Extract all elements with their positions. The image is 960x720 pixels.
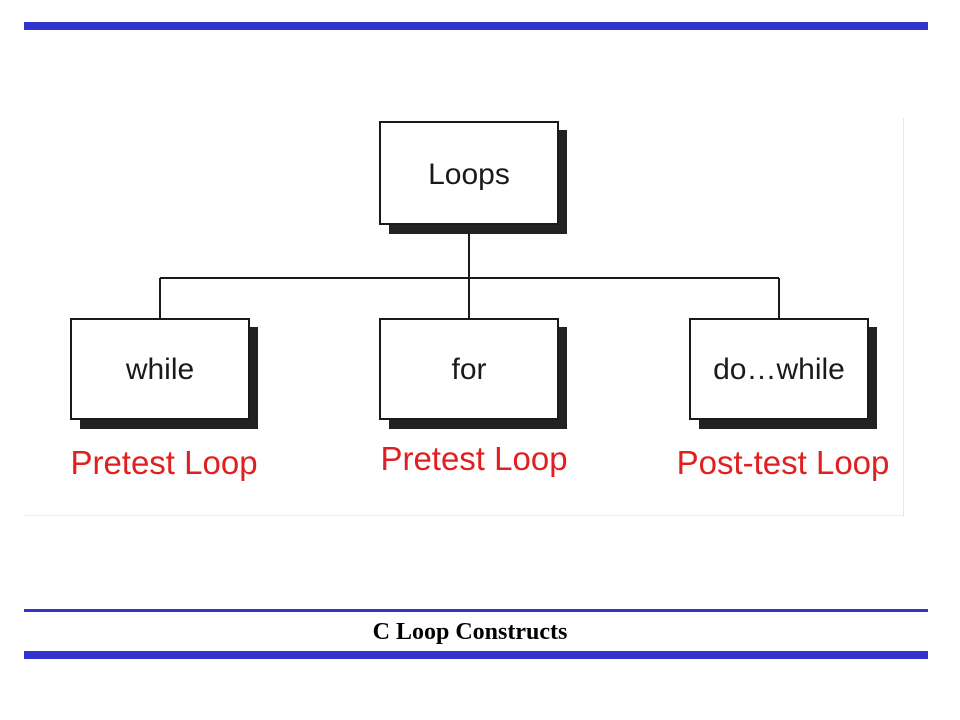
slide-title: C Loop Constructs <box>372 619 568 645</box>
root-node-box <box>379 121 559 225</box>
while-node-box <box>70 318 250 420</box>
dowhile-node-label: do…while <box>713 353 845 386</box>
child-node-while: while <box>70 318 258 429</box>
while-node-label: while <box>125 353 194 386</box>
for-caption: Pretest Loop <box>380 440 567 477</box>
root-node-label: Loops <box>428 158 510 191</box>
top-accent-bar <box>24 22 928 30</box>
while-caption: Pretest Loop <box>70 444 257 481</box>
for-node-label: for <box>451 353 486 386</box>
child-node-dowhile: do…while <box>689 318 877 429</box>
footer-divider-line <box>24 609 928 612</box>
bottom-accent-bar <box>24 651 928 659</box>
connector-lines <box>159 224 780 319</box>
dowhile-caption: Post-test Loop <box>677 444 890 481</box>
child-node-for: for <box>379 318 567 429</box>
for-node-box <box>379 318 559 420</box>
dowhile-node-box <box>689 318 869 420</box>
root-node-loops: Loops <box>379 121 567 234</box>
